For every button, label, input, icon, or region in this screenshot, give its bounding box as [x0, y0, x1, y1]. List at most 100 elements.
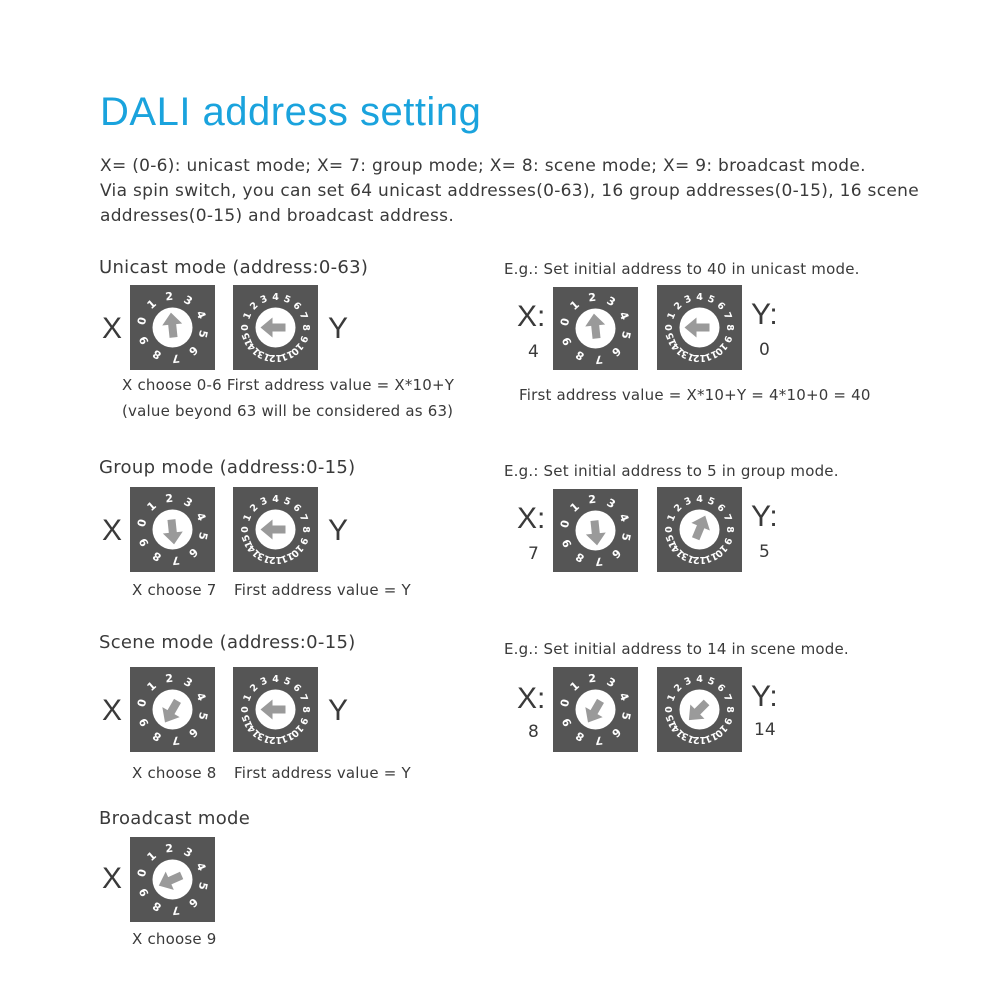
page-title: DALI address setting [100, 90, 482, 134]
dial-digit: 1 [665, 311, 678, 321]
dial-digit: 7 [297, 513, 310, 523]
dial-digit: 4 [616, 512, 631, 525]
dial-digit: 1 [145, 679, 159, 694]
dial-digit: 12 [269, 352, 282, 363]
unicast-example-x-label: X: [517, 300, 546, 333]
dial-digit: 8 [150, 899, 163, 914]
dial-digit: 4 [696, 494, 703, 505]
dial-digit: 15 [240, 331, 255, 347]
dial-digit: 1 [665, 513, 678, 523]
dial-digit: 5 [196, 711, 210, 721]
dial-digit: 8 [300, 324, 311, 331]
dial-digit: 0 [558, 519, 572, 530]
unicast-example-heading: E.g.: Set initial address to 40 in unica… [504, 260, 860, 278]
dial-digit: 12 [693, 734, 706, 745]
dial-digit: 4 [616, 691, 631, 704]
dial-digit: 7 [171, 733, 180, 747]
dial-digit: 7 [171, 903, 180, 917]
dial-digit: 6 [714, 682, 727, 695]
dial-digit: 7 [721, 693, 734, 703]
dial-digit: 0 [240, 706, 251, 713]
dial-digit: 3 [683, 293, 693, 306]
unicast-heading: Unicast mode (address:0-63) [99, 257, 369, 278]
dial-digit: 0 [135, 316, 149, 327]
group-caption-x: X choose 7 [132, 581, 217, 599]
dial-digit: 3 [604, 294, 617, 309]
dial-digit: 0 [664, 526, 675, 533]
scene-example-x-value: 8 [528, 722, 539, 742]
dial-digit: 1 [145, 297, 159, 312]
dial-digit: 2 [248, 300, 260, 312]
scene-example-y-value: 14 [754, 720, 776, 740]
scene-example-y-label: Y: [751, 680, 778, 713]
arrow-icon [158, 871, 184, 890]
dial-digit: 13 [256, 550, 272, 565]
dial-digit: 1 [568, 298, 582, 313]
group-caption-y: First address value = Y [234, 581, 411, 599]
dial-arrow [162, 312, 183, 338]
dial-digit: 6 [290, 502, 303, 515]
dial-digit: 15 [664, 713, 679, 729]
dial-digit: 9 [137, 716, 152, 728]
broadcast-caption-x: X choose 9 [132, 930, 217, 948]
dial-digit: 6 [290, 300, 303, 313]
scene-caption-x: X choose 8 [132, 764, 217, 782]
dial-digit: 8 [724, 526, 735, 533]
dial-digit: 13 [680, 730, 696, 745]
dial-digit: 8 [150, 729, 163, 744]
dial-digit: 6 [186, 545, 201, 560]
dial-digit: 1 [145, 499, 159, 514]
dial-digit: 7 [594, 352, 603, 366]
dial-digit: 5 [282, 293, 292, 306]
dial-digit: 2 [588, 672, 597, 686]
arrow-icon [260, 317, 286, 338]
dial-digit: 4 [193, 511, 208, 524]
dial-digit: 11 [703, 348, 719, 363]
dial-arrow [585, 698, 604, 723]
arrow-icon [585, 313, 606, 339]
dial-digit: 15 [240, 713, 255, 729]
dial-arrow [585, 520, 606, 546]
dial-digit: 0 [664, 706, 675, 713]
dial-digit: 6 [609, 546, 624, 561]
dial-digit: 2 [672, 300, 684, 312]
dial-digit: 2 [165, 842, 174, 856]
dial-digit: 5 [282, 675, 292, 688]
dial-digit: 9 [560, 716, 575, 728]
dial-digit: 6 [714, 502, 727, 515]
dial-digit: 7 [721, 513, 734, 523]
dial-digit: 8 [724, 324, 735, 331]
scene-example-heading: E.g.: Set initial address to 14 in scene… [504, 640, 849, 658]
dial-digit: 3 [181, 293, 194, 308]
arrow-icon [688, 699, 710, 721]
dial-digit: 2 [165, 290, 174, 304]
dial-digit: 4 [616, 310, 631, 323]
dial-arrow [260, 519, 286, 540]
dial-digit: 8 [573, 729, 586, 744]
dial-digit: 3 [259, 675, 269, 688]
arrow-icon [162, 519, 183, 545]
dial-digit: 0 [135, 868, 149, 879]
dial-digit: 13 [256, 348, 272, 363]
scene-example-x-label: X: [517, 682, 546, 715]
dial-digit: 9 [297, 334, 310, 344]
scene-heading: Scene mode (address:0-15) [99, 632, 356, 653]
dial-digit: 0 [135, 518, 149, 529]
dial-digit: 2 [248, 502, 260, 514]
dial-digit: 5 [196, 531, 210, 541]
dial-digit: 9 [137, 536, 152, 548]
dial-digit: 5 [619, 711, 633, 721]
dial-digit: 15 [664, 533, 679, 549]
group-example-heading: E.g.: Set initial address to 5 in group … [504, 462, 839, 480]
unicast-x-label: X [102, 312, 123, 345]
